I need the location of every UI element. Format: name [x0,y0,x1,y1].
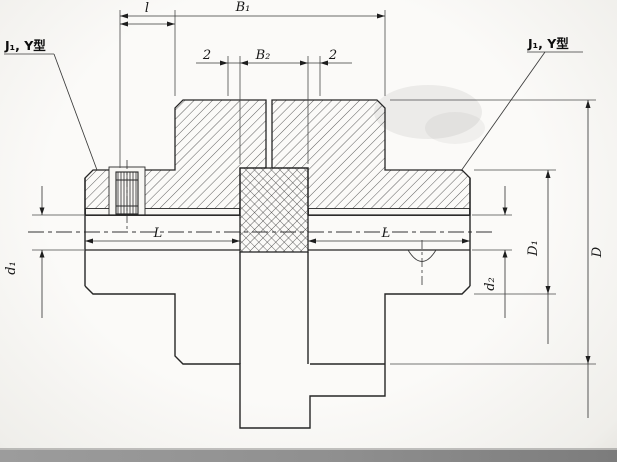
dimension-l-right-hub: L [308,226,470,244]
dim-label-d1: d₁ [4,261,19,275]
dimension-b1: B₁ [120,0,386,96]
scan-smudge [374,85,485,144]
dim-label-L-left: L [153,226,163,241]
note-label-right: J₁, Y型 [527,36,569,51]
dim-label-L-right: L [381,226,391,241]
dim-label-d2: d₂ [483,277,498,291]
shaft-hole-type-note-left: J₁, Y型 [4,38,98,171]
dim-label-b1: B₁ [235,0,251,15]
dim-label-D1: D₁ [526,240,541,257]
pin-hole-detail-right [407,240,437,286]
dim-label-gap-right: 2 [328,48,337,63]
leader-line-left [53,53,98,171]
shaft-hole-type-note-right: J₁, Y型 [460,36,583,172]
dimension-d2: d₂ [472,186,512,318]
dimension-D: D [390,99,605,418]
dimension-l-left-hub: L [85,226,240,244]
bottom-external-outline [84,178,471,429]
leader-line-right [460,51,546,172]
elastomer-spider-section [239,167,309,253]
scan-edge-bar [0,448,617,462]
dimension-D1: D₁ [474,169,556,344]
note-label-left: J₁, Y型 [4,38,46,53]
dim-label-b2: B₂ [255,48,271,63]
dimension-b2-and-gaps: 2 B₂ 2 [196,48,352,164]
dim-label-gap-left: 2 [202,48,211,63]
dimension-l: l [119,1,176,168]
dim-label-D: D [590,246,605,258]
dim-label-l: l [145,1,149,16]
pin-sleeve-detail [108,160,146,230]
dimension-d1: d₁ [4,186,84,318]
bore-lines [85,214,470,251]
